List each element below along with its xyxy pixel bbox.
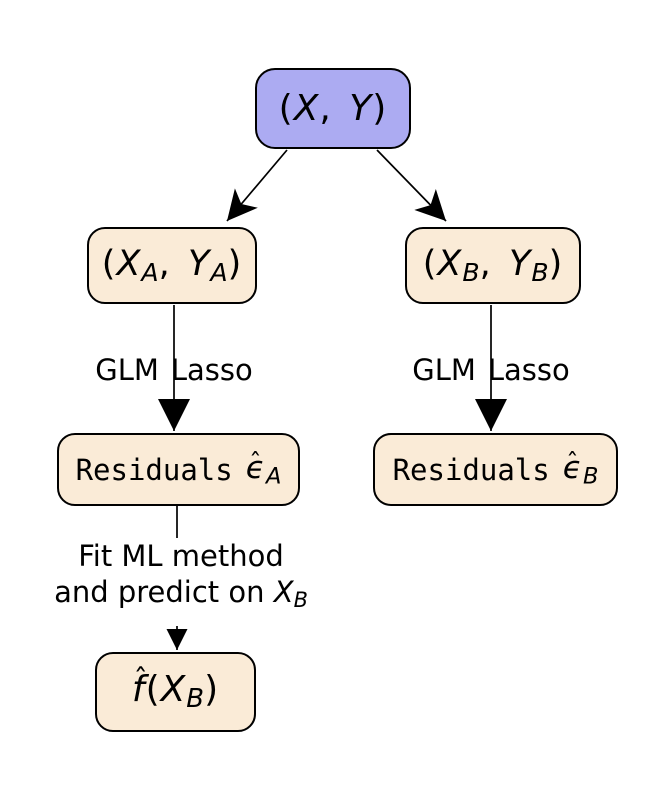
node-xa-ya: (XA, YA) — [87, 227, 257, 304]
edge-label-fit-ml: Fit ML method and predict on XB — [54, 538, 308, 618]
node-label: (XB, YB) — [422, 243, 564, 288]
node-label: (XA, YA) — [101, 243, 243, 288]
node-xb-yb: (XB, YB) — [405, 227, 581, 304]
node-x-y: (X, Y) — [255, 68, 411, 149]
edge-root-to-b — [376, 149, 447, 222]
edge-root-to-a — [226, 149, 288, 222]
fit-ml-line1: Fit ML method — [78, 539, 284, 573]
fit-ml-line2: and predict on XB — [54, 575, 308, 612]
node-label: (X, Y) — [278, 88, 388, 129]
